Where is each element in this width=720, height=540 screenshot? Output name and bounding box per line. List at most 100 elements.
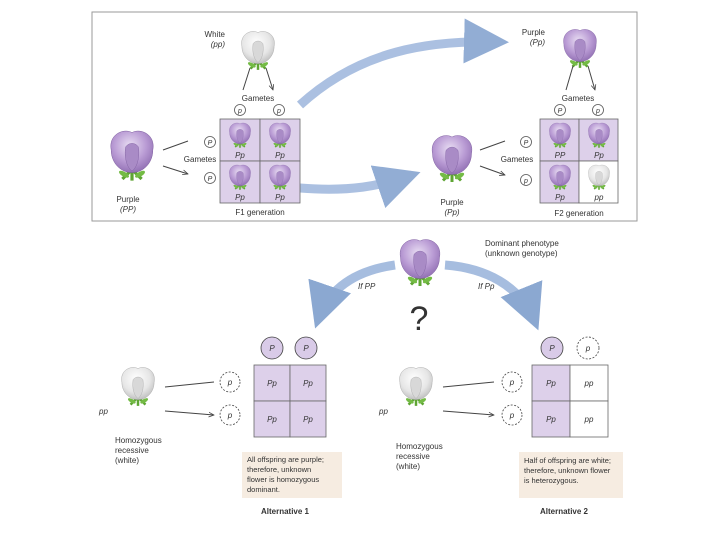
alternative-1: pp Homozygous recessive (white) p p P P: [98, 336, 342, 516]
alt2-cell-1: Pp: [546, 379, 556, 388]
arrow-to-f1-selfing-icon: [299, 165, 421, 208]
f2-gametes-top-label: Gametes: [562, 94, 594, 103]
alt2-conclusion-3: is heterozygous.: [524, 476, 579, 485]
white-parent-genotype: (pp): [211, 40, 226, 49]
test-cross-section: Dominant phenotype (unknown genotype) ? …: [98, 238, 623, 516]
if-pp-het-label: If Pp: [478, 282, 495, 291]
if-pp-label: If PP: [358, 282, 376, 291]
arrow-to-f2-parent-icon: [296, 18, 509, 109]
svg-text:p: p: [509, 378, 515, 387]
svg-text:P: P: [524, 140, 529, 147]
svg-text:P: P: [549, 344, 555, 353]
alt2-parent-label-1: Homozygous: [396, 442, 443, 451]
alt1-gamete-arrows-icon: [164, 381, 214, 415]
alt2-cell-2: pp: [584, 379, 594, 388]
f2-generation-label: F2 generation: [554, 209, 603, 218]
alt1-conclusion-3: flower is homozygous: [247, 475, 319, 484]
alt1-conclusion-4: dominant.: [247, 485, 280, 494]
unknown-label-line1: Dominant phenotype: [485, 239, 559, 248]
alt1-gamete-side-2: p: [219, 404, 241, 426]
alt1-parent-label-1: Homozygous: [115, 436, 162, 445]
top-cross-panel: White (pp) Gametes p p Purple (PP) Gamet…: [91, 11, 638, 222]
alt1-cell-2: Pp: [303, 379, 313, 388]
f2-gamete-circle-side-2: p: [520, 174, 532, 186]
alt2-cell-3: Pp: [546, 415, 556, 424]
alt1-white-flower-icon: [120, 366, 156, 408]
f2-cell-2: Pp: [594, 151, 604, 160]
alt1-punnett-square: Pp Pp Pp Pp: [253, 364, 327, 438]
alt1-parent-label-2: recessive: [115, 446, 149, 455]
alt2-gamete-top-2: p: [576, 336, 600, 360]
alt2-gamete-top-1: P: [540, 336, 564, 360]
svg-text:p: p: [523, 178, 528, 185]
alt1-cell-1: Pp: [267, 379, 277, 388]
f1-parent-label: Purple: [440, 198, 464, 207]
svg-text:p: p: [227, 378, 233, 387]
f2-gametes-side-label: Gametes: [501, 155, 533, 164]
f1-punnett-square: Pp Pp Pp Pp: [219, 118, 301, 204]
purple-parent-genotype: (PP): [120, 205, 136, 214]
gametes-side-label: Gametes: [184, 155, 216, 164]
alt2-cell-4: pp: [584, 415, 594, 424]
svg-text:P: P: [558, 108, 563, 115]
svg-text:p: p: [585, 344, 591, 353]
alt2-conclusion-1: Half of offspring are white;: [524, 456, 611, 465]
gametes-top-label: Gametes: [242, 94, 274, 103]
unknown-label-line2: (unknown genotype): [485, 249, 558, 258]
f2-top-gamete-arrows-icon: [565, 65, 595, 90]
alt1-conclusion-1: All offspring are purple;: [247, 455, 324, 464]
f2-gamete-circle-top-1: P: [554, 104, 566, 116]
alt1-title: Alternative 1: [261, 507, 310, 516]
f1-cell-3: Pp: [235, 193, 245, 202]
svg-text:p: p: [509, 411, 515, 420]
alt1-gamete-side-1: p: [219, 371, 241, 393]
alt2-punnett-square: Pp pp Pp pp: [531, 364, 609, 438]
gamete-circle-side-1: P: [204, 136, 216, 148]
svg-text:P: P: [269, 344, 275, 353]
purple-gamete-arrows-icon: [162, 140, 188, 174]
f2-cell-4: pp: [594, 193, 604, 202]
alt2-parent-genotype: pp: [378, 407, 388, 416]
unknown-flower-icon: [398, 238, 442, 288]
f2-gamete-circle-top-2: p: [592, 104, 604, 116]
alt2-parent-label-2: recessive: [396, 452, 430, 461]
alt1-parent-label-3: (white): [115, 456, 139, 465]
f2-top-parent-genotype: (Pp): [530, 38, 545, 47]
svg-text:p: p: [227, 411, 233, 420]
svg-text:p: p: [237, 108, 242, 115]
f2-cell-1: PP: [555, 151, 566, 160]
svg-text:P: P: [303, 344, 309, 353]
svg-text:P: P: [208, 176, 213, 183]
f1-parent-genotype: (Pp): [444, 208, 459, 217]
alt1-gamete-top-1: P: [260, 336, 284, 360]
alt1-cell-3: Pp: [267, 415, 277, 424]
f2-top-parent-label: Purple: [522, 28, 546, 37]
alt2-title: Alternative 2: [540, 507, 589, 516]
alt1-cell-4: Pp: [303, 415, 313, 424]
alt1-conclusion-box: [242, 452, 342, 498]
arrow-alt2-icon: [444, 260, 543, 331]
f1-generation-label: F1 generation: [235, 208, 284, 217]
f1-cell-4: Pp: [275, 193, 285, 202]
alt2-gamete-side-2: p: [501, 404, 523, 426]
f2-punnett-square: PP Pp Pp pp: [539, 118, 619, 204]
f1-parent-gamete-arrows-icon: [479, 140, 505, 175]
white-parent-label: White: [205, 30, 226, 39]
alt2-conclusion-box: [519, 452, 623, 498]
alt2-conclusion-2: therefore, unknown flower: [524, 466, 611, 475]
f2-cell-3: Pp: [555, 193, 565, 202]
white-gamete-arrows-icon: [242, 67, 273, 90]
arrow-alt1-icon: [308, 260, 396, 329]
f1-cell-2: Pp: [275, 151, 285, 160]
alt2-white-flower-icon: [398, 366, 434, 408]
alternative-2: pp Homozygous recessive (white) p p P p: [378, 336, 623, 516]
svg-text:p: p: [595, 108, 600, 115]
question-mark: ?: [410, 300, 429, 338]
f1-cell-1: Pp: [235, 151, 245, 160]
alt1-gamete-top-2: P: [294, 336, 318, 360]
svg-text:P: P: [208, 140, 213, 147]
alt1-parent-genotype: pp: [98, 407, 108, 416]
alt2-gamete-arrows-icon: [442, 381, 494, 415]
svg-text:p: p: [276, 108, 281, 115]
